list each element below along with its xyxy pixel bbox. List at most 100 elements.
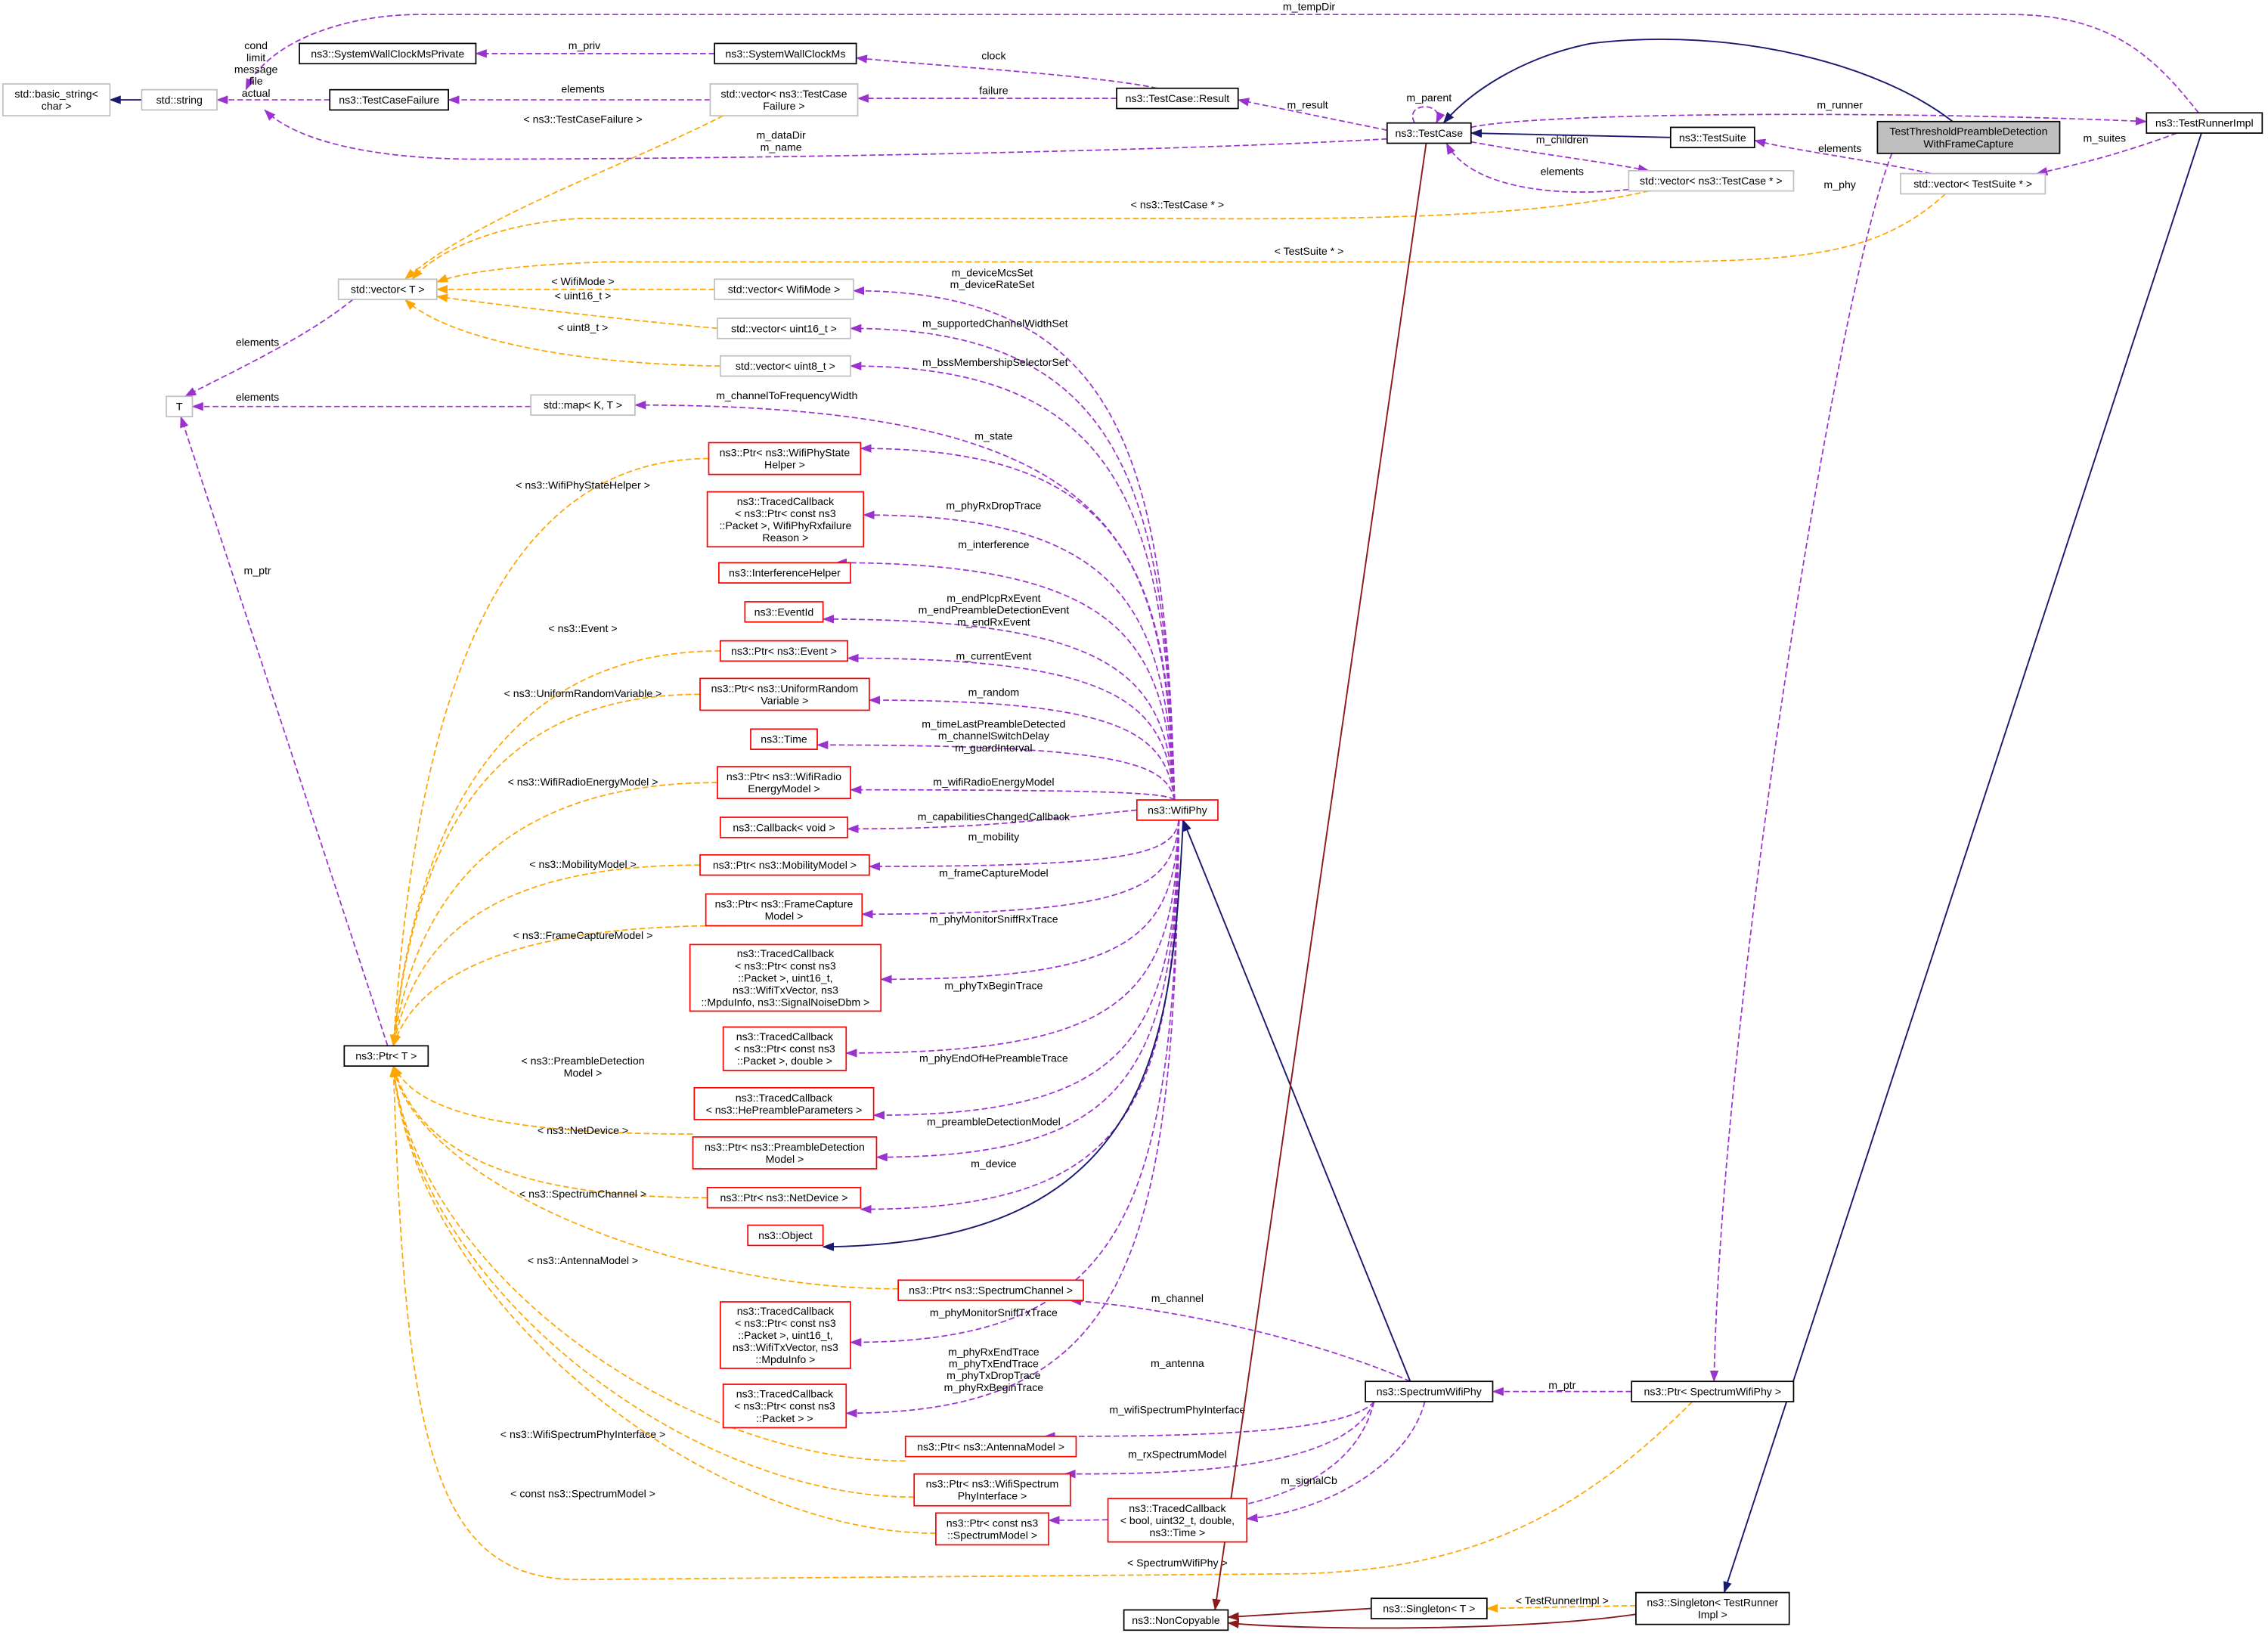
- edge-label: m_endPlcpRxEvent: [947, 592, 1040, 604]
- node-swcm[interactable]: ns3::SystemWallClockMs: [714, 42, 857, 65]
- node-singleton_runner[interactable]: ns3::Singleton< TestRunnerImpl >: [1635, 1591, 1790, 1625]
- node-vec_testcase[interactable]: std::vector< ns3::TestCase * >: [1628, 169, 1795, 192]
- edge-random: m_random: [868, 686, 1176, 801]
- edge-label: m_result: [1287, 99, 1328, 111]
- edge-rxdrop: m_phyRxDropTrace: [863, 500, 1176, 801]
- node-map[interactable]: std::map< K, T >: [530, 394, 636, 417]
- node-label: std::vector< WifiMode >: [728, 284, 841, 296]
- node-label: ns3::WifiTxVector, ns3: [733, 984, 838, 996]
- node-wifiphy[interactable]: ns3::WifiPhy: [1136, 799, 1219, 821]
- node-tc_sniffrx[interactable]: ns3::TracedCallback< ns3::Ptr< const ns3…: [689, 943, 882, 1012]
- node-vec_wifimode[interactable]: std::vector< WifiMode >: [714, 278, 854, 300]
- node-vec_uint8[interactable]: std::vector< uint8_t >: [719, 355, 851, 377]
- node-box: [1365, 1380, 1494, 1402]
- node-box: [1669, 126, 1755, 149]
- edge-sniffrx: m_phyMonitorSniffRxTrace: [880, 820, 1180, 984]
- edge-label: m_bssMembershipSelectorSet: [922, 356, 1068, 368]
- node-T[interactable]: T: [166, 395, 194, 417]
- node-label: ns3::TestRunnerImpl: [2155, 117, 2254, 129]
- node-ptr_swp[interactable]: ns3::Ptr< SpectrumWifiPhy >: [1631, 1380, 1795, 1402]
- edge-t_urv: < ns3::UniformRandomVariable >: [390, 687, 701, 1047]
- node-vec_tcfailure[interactable]: std::vector< ns3::TestCaseFailure >: [709, 83, 859, 116]
- node-runnerimpl[interactable]: ns3::TestRunnerImpl: [2146, 112, 2263, 134]
- edge-times: m_timeLastPreambleDetectedm_channelSwitc…: [816, 717, 1176, 801]
- node-spectrumwifiphy[interactable]: ns3::SpectrumWifiPhy: [1365, 1380, 1494, 1402]
- template-arrow: [389, 1065, 915, 1498]
- node-label: char >: [42, 100, 72, 112]
- edge-t_spectrumchannel: < ns3::SpectrumChannel >: [391, 1065, 899, 1290]
- node-label: ns3::InterferenceHelper: [729, 567, 841, 579]
- node-tc_hepreamble[interactable]: ns3::TracedCallback< ns3::HePreamblePara…: [693, 1086, 875, 1120]
- node-eventid[interactable]: ns3::EventId: [744, 601, 824, 623]
- edge-label: m_priv: [569, 39, 601, 51]
- node-string[interactable]: std::string: [141, 88, 218, 111]
- edge-label: < ns3::PreambleDetection: [521, 1055, 644, 1067]
- node-box: [935, 1512, 1049, 1546]
- node-callback_void[interactable]: ns3::Callback< void >: [719, 816, 849, 838]
- node-basic_string[interactable]: std::basic_string<char >: [2, 83, 111, 116]
- node-ptr_T[interactable]: ns3::Ptr< T >: [343, 1045, 429, 1067]
- node-noncopyable[interactable]: ns3::NonCopyable: [1123, 1609, 1229, 1631]
- node-box: [1123, 1609, 1229, 1631]
- node-vec_uint16[interactable]: std::vector< uint16_t >: [717, 318, 851, 339]
- node-box: [722, 1026, 847, 1071]
- node-testcase[interactable]: ns3::TestCase: [1386, 122, 1472, 144]
- node-ptr_mobility[interactable]: ns3::Ptr< ns3::MobilityModel >: [699, 854, 870, 876]
- node-ptr_spectrumchannel[interactable]: ns3::Ptr< ns3::SpectrumChannel >: [897, 1279, 1084, 1301]
- edge-label: m_wifiSpectrumPhyInterface: [1109, 1403, 1245, 1415]
- node-ptr_framecapture[interactable]: ns3::Ptr< ns3::FrameCaptureModel >: [705, 893, 863, 927]
- edge-t_framecapture: < ns3::FrameCaptureModel >: [392, 925, 723, 1047]
- node-box: [719, 816, 849, 838]
- node-object[interactable]: ns3::Object: [747, 1224, 824, 1247]
- edge-label: < ns3::UniformRandomVariable >: [504, 687, 662, 699]
- edge-label: m_children: [1536, 133, 1588, 145]
- node-tc_packet[interactable]: ns3::TracedCallback< ns3::Ptr< const ns3…: [722, 1383, 847, 1429]
- node-box: [2146, 112, 2263, 134]
- edge-label: m_parent: [1406, 91, 1452, 104]
- node-label: ns3::Ptr< ns3::WifiPhyState: [720, 446, 850, 458]
- node-testsuite[interactable]: ns3::TestSuite: [1669, 126, 1755, 149]
- node-label: std::basic_string<: [14, 88, 98, 100]
- node-tc_result[interactable]: ns3::TestCase::Result: [1116, 87, 1239, 110]
- node-ptr_statehelper[interactable]: ns3::Ptr< ns3::WifiPhyStateHelper >: [708, 442, 862, 476]
- edge-label: < ns3::AntennaModel >: [528, 1254, 638, 1266]
- edge-label: m_random: [968, 686, 1020, 698]
- node-singleton_T[interactable]: ns3::Singleton< T >: [1370, 1597, 1488, 1619]
- edge-label: m_capabilitiesChangedCallback: [918, 810, 1070, 823]
- node-tc_rxdrop[interactable]: ns3::TracedCallback< ns3::Ptr< const ns3…: [706, 491, 865, 548]
- node-ptr_event[interactable]: ns3::Ptr< ns3::Event >: [719, 640, 849, 662]
- node-ptr_wsphyif[interactable]: ns3::Ptr< ns3::WifiSpectrumPhyInterface …: [913, 1473, 1071, 1507]
- node-tc_bool[interactable]: ns3::TracedCallback< bool, uint32_t, dou…: [1107, 1498, 1248, 1543]
- edge-t_netdevice: < ns3::NetDevice >: [392, 1065, 708, 1199]
- node-tc_txbegin[interactable]: ns3::TracedCallback< ns3::Ptr< const ns3…: [722, 1026, 847, 1071]
- node-vec_testsuite[interactable]: std::vector< TestSuite * >: [1900, 172, 2046, 195]
- node-tc_snifftx[interactable]: ns3::TracedCallback< ns3::Ptr< const ns3…: [719, 1301, 851, 1369]
- node-ptr_energy[interactable]: ns3::Ptr< ns3::WifiRadioEnergyModel >: [717, 766, 851, 800]
- inheritance-arrow: [822, 820, 1185, 1251]
- node-focus[interactable]: TestThresholdPreambleDetectionWithFrameC…: [1876, 120, 2061, 154]
- node-tcfailure[interactable]: ns3::TestCaseFailure: [329, 88, 449, 111]
- node-ptr_spectrummodel[interactable]: ns3::Ptr< const ns3::SpectrumModel >: [935, 1512, 1049, 1546]
- inheritance-arrow: [1470, 129, 1671, 138]
- edge-priv: m_priv: [475, 39, 715, 58]
- node-ptr_antenna[interactable]: ns3::Ptr< ns3::AntennaModel >: [904, 1436, 1077, 1458]
- edge-t_statehelper: < ns3::WifiPhyStateHelper >: [389, 457, 709, 1047]
- node-time[interactable]: ns3::Time: [750, 728, 818, 750]
- node-label: < ns3::HePreambleParameters >: [706, 1104, 863, 1116]
- edge-label: m_channelToFrequencyWidth: [716, 389, 857, 401]
- node-swcm_private[interactable]: ns3::SystemWallClockMsPrivate: [299, 42, 477, 65]
- usage-arrow: [245, 14, 2199, 113]
- node-label: ns3::TracedCallback: [736, 1030, 834, 1043]
- node-ptr_urv[interactable]: ns3::Ptr< ns3::UniformRandomVariable >: [699, 677, 870, 711]
- node-box: [530, 394, 636, 417]
- node-ptr_netdevice[interactable]: ns3::Ptr< ns3::NetDevice >: [706, 1186, 862, 1209]
- node-box: [1900, 172, 2046, 195]
- node-vec_T[interactable]: std::vector< T >: [337, 278, 438, 300]
- edge-label: m_runner: [1817, 99, 1863, 111]
- node-box: [343, 1045, 429, 1067]
- usage-arrow: [822, 615, 1176, 801]
- node-interference[interactable]: ns3::InterferenceHelper: [718, 562, 851, 584]
- usage-arrow: [1709, 153, 1893, 1383]
- inheritance-arrow: [1442, 39, 1954, 124]
